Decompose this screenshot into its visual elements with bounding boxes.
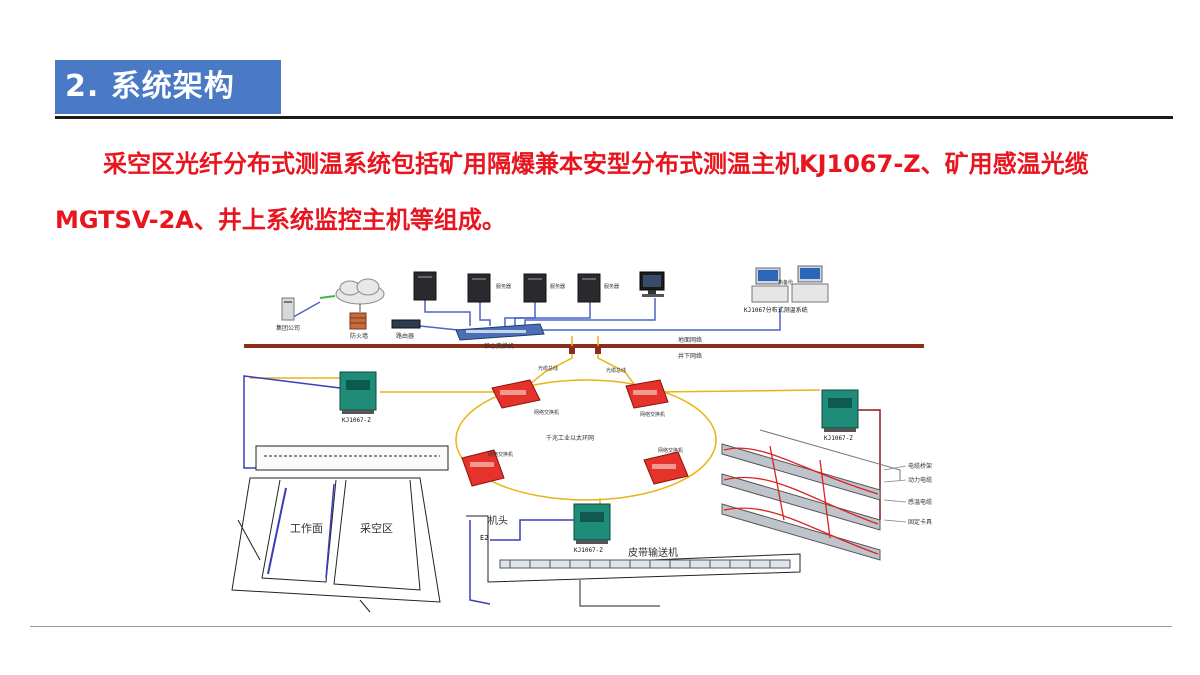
belt-conveyor-label: 皮带输送机 xyxy=(628,546,678,559)
sensing-cable-goaf xyxy=(325,483,335,579)
bottom-sensing-link xyxy=(490,519,574,541)
wall-penetration-right xyxy=(595,346,601,354)
kj-system-host-icon xyxy=(751,265,829,303)
rack-fixture-label: 固定卡具 xyxy=(908,518,932,526)
workstation-monitor-icon xyxy=(639,271,665,297)
rack-sensing-cable-label: 感温电缆 xyxy=(908,498,932,506)
intro-paragraph: 采空区光纤分布式测温系统包括矿用隔爆兼本安型分布式测温主机KJ1067-Z、矿用… xyxy=(55,150,1089,234)
core-switch-label: 核心交换机 xyxy=(484,342,514,350)
network-switch-icon-br xyxy=(643,451,689,485)
router-icon xyxy=(391,319,421,329)
fiber-bus-left-label: 光缆总线 xyxy=(538,365,558,372)
working-face-label: 工作面 xyxy=(290,522,323,535)
internet-cloud-icon xyxy=(335,278,385,305)
kj1067-host-icon-right xyxy=(821,389,859,432)
bottom-divider xyxy=(30,626,1172,627)
host-right-label: KJ1067-Z xyxy=(824,435,853,442)
surface-cabling xyxy=(287,298,781,331)
server-icon-3 xyxy=(523,273,547,303)
switch-br-label: 网络交换机 xyxy=(658,447,683,454)
host-bottom-label: KJ1067-Z xyxy=(574,547,603,554)
goaf-label: 采空区 xyxy=(360,521,393,535)
kj1067-host-icon-bottom xyxy=(573,503,611,544)
section-title: 2. 系统架构 xyxy=(55,60,281,114)
router-label: 路由器 xyxy=(396,332,414,340)
switch-tl-label: 网络交换机 xyxy=(534,409,559,416)
ring-label: 千兆工业以太环网 xyxy=(546,434,594,442)
surface-network-label: 地面网络 xyxy=(678,336,702,344)
kj1067-host-icon-left xyxy=(339,371,377,414)
server-icon-1 xyxy=(413,271,437,301)
firewall-label: 防火墙 xyxy=(350,332,368,340)
server-label-2: 服务器 xyxy=(550,283,565,290)
host-left-label: KJ1067-Z xyxy=(342,417,371,424)
mine-layout-drawing xyxy=(231,445,449,613)
machine-head-label: 机头 xyxy=(488,514,508,527)
wall-penetration-left xyxy=(569,346,575,354)
group-company-pc-icon xyxy=(281,297,295,321)
monitor-label: 热备份 xyxy=(778,279,793,286)
belt-conveyor-drawing xyxy=(466,515,801,607)
left-sensing-link xyxy=(243,375,341,469)
switch-bl-label: 网络交换机 xyxy=(488,451,513,458)
group-company-label: 集团公司 xyxy=(276,324,300,332)
ethernet-ring xyxy=(455,379,717,501)
kj-system-label: KJ1067分布式测温系统 xyxy=(744,306,808,314)
server-label-1: 服务器 xyxy=(496,283,511,290)
core-switch-icon xyxy=(455,323,545,341)
network-switch-icon-tl xyxy=(491,379,541,409)
fiber-bus-right-label: 光缆总线 xyxy=(606,367,626,374)
right-sensing-link xyxy=(858,409,881,520)
rack-power-cable-label: 动力电缆 xyxy=(908,476,932,484)
underground-network-label: 井下网络 xyxy=(678,352,702,360)
sensing-cable-face xyxy=(267,487,287,575)
title-divider xyxy=(55,116,1173,119)
network-switch-icon-bl xyxy=(461,449,505,487)
ground-line xyxy=(244,344,924,348)
e2-label: E2 xyxy=(480,534,488,542)
network-switch-icon-tr xyxy=(625,379,669,409)
cable-tray-rack-drawing xyxy=(721,429,907,561)
switch-tr-label: 网络交换机 xyxy=(640,411,665,418)
server-icon-2 xyxy=(467,273,491,303)
firewall-icon xyxy=(349,312,367,330)
server-icon-4 xyxy=(577,273,601,303)
green-link xyxy=(319,295,336,299)
rack-cable-tray-label: 电缆桥架 xyxy=(908,462,932,470)
server-label-3: 服务器 xyxy=(604,283,619,290)
